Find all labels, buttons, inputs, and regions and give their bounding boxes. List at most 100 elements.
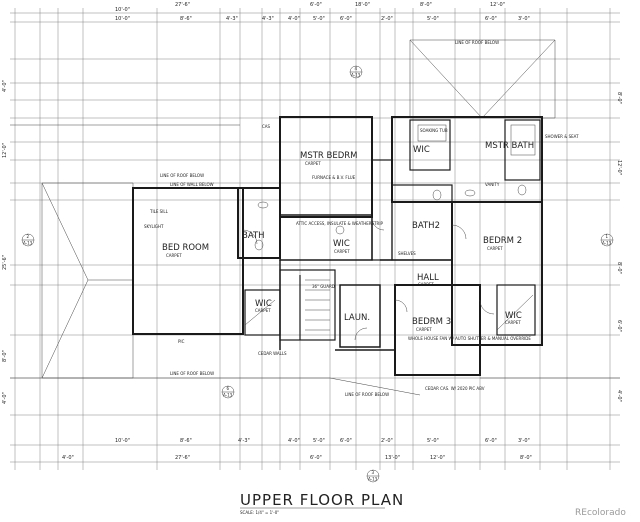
dimension-label: 6'-0"	[340, 438, 352, 444]
fixtures	[242, 124, 536, 341]
section-marker-top: 4 A-13	[349, 65, 363, 79]
dimension-label: 4'-0"	[288, 16, 300, 22]
walls	[132, 116, 543, 376]
dimension-label: 12'-0"	[2, 143, 8, 158]
dimension-label: 12'-0"	[616, 160, 622, 175]
section-sheet: A-13	[223, 393, 233, 398]
room-label-wic-master: WIC	[333, 239, 350, 249]
dimension-label: 6'-0"	[485, 438, 497, 444]
note-cas: CAS	[262, 124, 271, 129]
room-floor-wic-master: CARPET	[334, 249, 350, 254]
note-cedar-walls: CEDAR WALLS	[258, 351, 287, 356]
note-skylight: SKYLIGHT	[144, 224, 164, 229]
dimension-label: 27'-6"	[175, 455, 190, 461]
note-pic: PIC	[178, 339, 185, 344]
dimension-label: 5'-0"	[427, 16, 439, 22]
room-label-laundry: LAUN.	[344, 313, 370, 323]
dimensions-bottom-2: 4'-0" 27'-6" 6'-0" 13'-0" 12'-0" 8'-0"	[62, 455, 532, 461]
room-label-bedroom-2: BEDRM 2	[483, 236, 522, 246]
dimension-label: 4'-0"	[62, 455, 74, 461]
watermark: REcolorado	[575, 508, 626, 518]
dimension-label: 8'-0"	[2, 350, 8, 362]
note-guard: 36" GUARD	[312, 284, 335, 289]
dimension-label: 18'-0"	[355, 2, 370, 8]
dimension-label: 6'-0"	[310, 2, 322, 8]
room-labels: MSTR BEDRM CARPET MSTR BATH BED ROOM CAR…	[162, 141, 534, 332]
dimension-label: 6'-0"	[485, 16, 497, 22]
room-floor-bed-room: CARPET	[166, 253, 182, 258]
section-number: 2	[27, 234, 30, 239]
section-marker-bottom-mid: 6 A-13	[221, 385, 235, 399]
room-floor-master-bedroom: CARPET	[305, 161, 321, 166]
plan-notes: LINE OF ROOF BELOW LINE OF ROOF BELOW LI…	[144, 40, 579, 397]
dimension-label: 4'-0"	[2, 392, 8, 404]
dimension-label: 12'-0"	[430, 455, 445, 461]
note-whole-house-fan: WHOLE HOUSE FAN W/ AUTO SHUTTER & MANUAL…	[408, 336, 531, 341]
dimension-label: 4'-0"	[2, 80, 8, 92]
dimension-label: 4'-0"	[288, 438, 300, 444]
dimension-label: 6'-0"	[310, 455, 322, 461]
dimension-label: 2'-0"	[381, 438, 393, 444]
note-furnace: FURNACE & B.V. FLUE	[312, 175, 356, 180]
section-number: 4	[355, 66, 358, 71]
plan-title: UPPER FLOOR PLAN	[240, 491, 404, 509]
room-label-wic-bed-2: WIC	[505, 311, 522, 321]
room-label-bedroom-3: BEDRM 3	[412, 317, 451, 327]
dimension-label: 5'-0"	[427, 438, 439, 444]
section-marker-bottom: 3 A-13	[366, 469, 380, 483]
dimensions-top-2: 10'-0" 8'-6" 4'-3" 4'-3" 4'-0" 5'-0" 6'-…	[115, 16, 530, 22]
dimension-label: 4'-3"	[262, 16, 274, 22]
dimension-label: 27'-6"	[175, 2, 190, 8]
dimension-label: 3'-0"	[518, 16, 530, 22]
dimension-grid	[10, 8, 620, 470]
room-floor-bedroom-3: CARPET	[416, 327, 432, 332]
room-label-wic-bed: WIC	[255, 299, 272, 309]
dimension-label: 6'-0"	[340, 16, 352, 22]
note-roof-below: LINE OF ROOF BELOW	[160, 173, 204, 178]
dimension-label: 8'-6"	[180, 438, 192, 444]
plan-scale: SCALE: 1/4" = 1'-0"	[240, 510, 279, 515]
dimension-label: 8'-0"	[616, 92, 622, 104]
note-shower-seat: SHOWER & SEAT	[545, 134, 579, 139]
dimensions-left: 4'-0" 12'-0" 25'-6" 8'-0" 4'-0"	[2, 80, 8, 404]
note-tile-sill: TILE SILL	[149, 209, 169, 214]
note-roof-below: LINE OF ROOF BELOW	[345, 392, 389, 397]
dimension-label: 10'-0"	[115, 438, 130, 444]
room-label-master-bath: MSTR BATH	[485, 141, 534, 151]
section-sheet: A-13	[23, 241, 33, 246]
room-label-wic-master-small: WIC	[413, 145, 430, 155]
room-label-master-bedroom: MSTR BEDRM	[300, 151, 358, 161]
note-shelves: SHELVES	[398, 251, 416, 256]
section-marker-right: 1 A-13	[600, 233, 614, 247]
dimension-label: 8'-0"	[520, 455, 532, 461]
dimension-label: 8'-0"	[616, 262, 622, 274]
note-soaking-tub: SOAKING TUB	[420, 128, 448, 133]
dimension-label: 25'-6"	[2, 255, 8, 270]
note-attic-access: ATTIC ACCESS, INSULATE & WEATHERSTRIP	[296, 221, 384, 226]
section-sheet: A-13	[602, 241, 612, 246]
note-wall-below: LINE OF WALL BELOW	[170, 182, 214, 187]
room-floor-bedroom-2: CARPET	[487, 246, 503, 251]
section-number: 1	[606, 234, 609, 239]
dimension-label: 6'-0"	[616, 320, 622, 332]
dimensions-right: 8'-0" 12'-0" 8'-0" 6'-0" 4'-0"	[616, 92, 622, 402]
room-label-hall: HALL	[417, 273, 439, 283]
dimension-label: 12'-0"	[490, 2, 505, 8]
dimensions-top-1: 10'-0" 27'-6" 6'-0" 18'-0" 8'-0" 12'-0"	[115, 2, 505, 13]
room-label-bath: BATH	[242, 231, 265, 241]
dimension-label: 5'-0"	[313, 16, 325, 22]
dimension-label: 13'-0"	[385, 455, 400, 461]
dimension-label: 2'-0"	[381, 16, 393, 22]
room-floor-wic-bed: CARPET	[255, 308, 271, 313]
roof-outlines	[10, 39, 620, 396]
dimension-label: 4'-3"	[226, 16, 238, 22]
note-bearing: CEDAR CAS. W/ 2020 PIC ABV	[425, 386, 485, 391]
section-sheet: A-13	[351, 73, 361, 78]
room-label-bath-2: BATH2	[412, 221, 440, 231]
section-number: 3	[372, 470, 375, 475]
dimension-label: 3'-0"	[518, 438, 530, 444]
dimensions-bottom-1: 10'-0" 8'-6" 4'-3" 4'-0" 5'-0" 6'-0" 2'-…	[115, 438, 530, 444]
section-sheet: A-13	[368, 477, 378, 482]
dimension-label: 4'-3"	[238, 438, 250, 444]
